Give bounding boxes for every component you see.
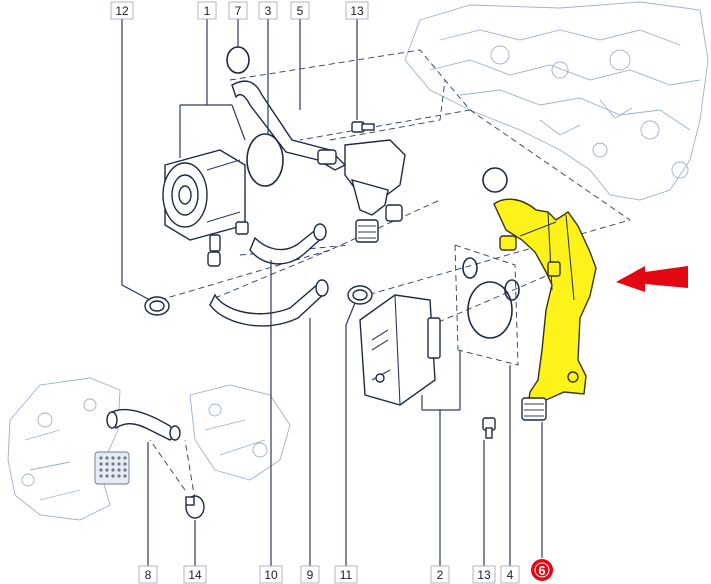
- svg-text:13: 13: [477, 568, 491, 582]
- callout-2: 2: [430, 565, 450, 584]
- hose-clamp-12: [144, 296, 170, 316]
- coolant-pipe-6-highlighted: [482, 167, 597, 421]
- hose-clamp-14: [185, 495, 205, 519]
- red-arrow-pointer: [616, 266, 688, 292]
- callout-10: 10: [259, 565, 283, 584]
- svg-text:1: 1: [204, 4, 211, 18]
- callout-6-highlighted: 6: [531, 559, 553, 581]
- bolt-13-bottom: [482, 417, 496, 439]
- callout-9: 9: [300, 565, 320, 584]
- callout-8: 8: [138, 565, 158, 584]
- o-ring-3: [246, 133, 284, 187]
- svg-text:14: 14: [188, 568, 202, 582]
- svg-text:13: 13: [350, 4, 364, 18]
- hose-8: [106, 408, 181, 441]
- svg-text:7: 7: [235, 4, 242, 18]
- callout-13-top: 13: [345, 1, 369, 20]
- seal-set-4: [462, 257, 520, 339]
- callout-11: 11: [334, 565, 358, 584]
- engine-detail-lower-left: [7, 377, 291, 521]
- callout-1: 1: [197, 1, 217, 20]
- coolant-pipe-5: [231, 80, 406, 243]
- callout-5: 5: [290, 1, 310, 20]
- callout-14: 14: [183, 565, 207, 584]
- assembly-dashed-lines: [149, 49, 631, 501]
- callout-3: 3: [258, 1, 278, 20]
- hose-10: [249, 223, 327, 265]
- svg-text:5: 5: [297, 4, 304, 18]
- svg-text:3: 3: [265, 4, 272, 18]
- svg-text:9: 9: [307, 568, 314, 582]
- callout-7: 7: [228, 1, 248, 20]
- bolt-13-top: [351, 121, 375, 133]
- svg-text:4: 4: [507, 568, 514, 582]
- hose-clamp-11: [347, 285, 373, 305]
- svg-text:11: 11: [340, 568, 353, 582]
- callout-4: 4: [500, 565, 520, 584]
- svg-text:6: 6: [538, 563, 545, 578]
- hose-9: [209, 279, 329, 327]
- o-ring-7: [226, 46, 250, 74]
- oil-cooler-cartridge-2: [359, 294, 441, 406]
- callout-13-bottom: 13: [472, 565, 496, 584]
- callout-12: 12: [110, 1, 134, 20]
- svg-text:2: 2: [437, 568, 444, 582]
- leader-lines: [121, 18, 543, 566]
- oil-cooler: [162, 149, 249, 267]
- svg-text:8: 8: [145, 568, 152, 582]
- svg-text:10: 10: [264, 568, 278, 582]
- svg-text:12: 12: [115, 4, 129, 18]
- engine-block-background: [404, 1, 709, 201]
